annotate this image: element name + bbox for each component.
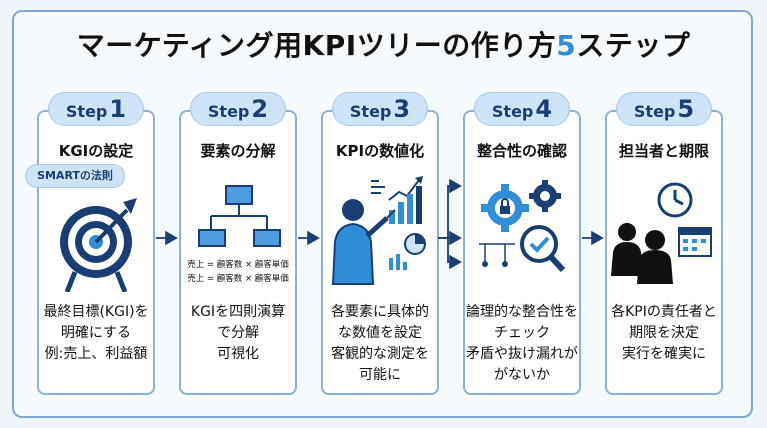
step-badge-1: Step1	[48, 92, 144, 126]
target-icon	[60, 198, 137, 292]
step-badge-3: Step3	[332, 92, 428, 126]
step-2-desc: KGIを四則演算 で分解 可視化	[190, 304, 286, 362]
step-5-desc: 各KPIの責任者と 期限を決定 実行を確実に	[611, 304, 717, 362]
step-1-desc: 最終目標(KGI)を 明確にする 例:売上、利益額	[43, 304, 149, 362]
step-1-heading: KGIの設定	[58, 142, 134, 160]
step-badge-5: Step5	[616, 92, 712, 126]
step-3-heading: KPIの数値化	[335, 142, 425, 160]
step-card-4: 整合性の確認 論理的な整合性を チェック	[463, 110, 581, 395]
formula-2: 売上 = 顧客数 × 顧客単価	[187, 274, 289, 284]
step-3-desc: 各要素に具体的 な数値を設定 客観的な測定を 可能に	[331, 304, 429, 383]
title-suffix: ステップ	[576, 29, 691, 62]
step-badge-2: Step2	[190, 92, 286, 126]
team-clock-calendar-icon	[611, 182, 712, 284]
formula-1: 売上 = 顧客数 × 顧客単価	[187, 260, 289, 270]
step-card-2: 要素の分解 売上 = 顧客数 × 顧客単価 売上 = 顧客数 × 顧客単価 KG…	[179, 110, 297, 395]
step-4-heading: 整合性の確認	[476, 142, 567, 160]
step-badge-4: Step4	[474, 92, 570, 126]
title-main: マーケティング用KPIツリーの作り方	[76, 29, 557, 62]
analyst-chart-icon	[331, 176, 426, 285]
step-card-3: KPIの数値化 各要素に具体的 な数値を設定 客観的な測定を 可能に	[321, 110, 439, 395]
gear-check-icon	[479, 180, 566, 273]
step-5-heading: 担当者と期限	[618, 142, 709, 160]
step-card-5: 担当者と期限 各KPIの責任者と 期限を決定 実行を確実に	[605, 110, 723, 395]
smart-tag: SMARTの法則	[25, 164, 125, 188]
step-card-1: KGIの設定 最終目標(KGI)を 明確にする 例:売上、利益額	[37, 110, 155, 395]
title-number: 5	[556, 29, 577, 62]
step-2-heading: 要素の分解	[200, 142, 276, 160]
step-4-desc: 論理的な整合性を チェック 矛盾や抜け漏れが がないか	[466, 304, 578, 383]
tree-diagram-icon	[198, 185, 281, 247]
page-title: マーケティング用KPIツリーの作り方5ステップ	[0, 24, 767, 64]
